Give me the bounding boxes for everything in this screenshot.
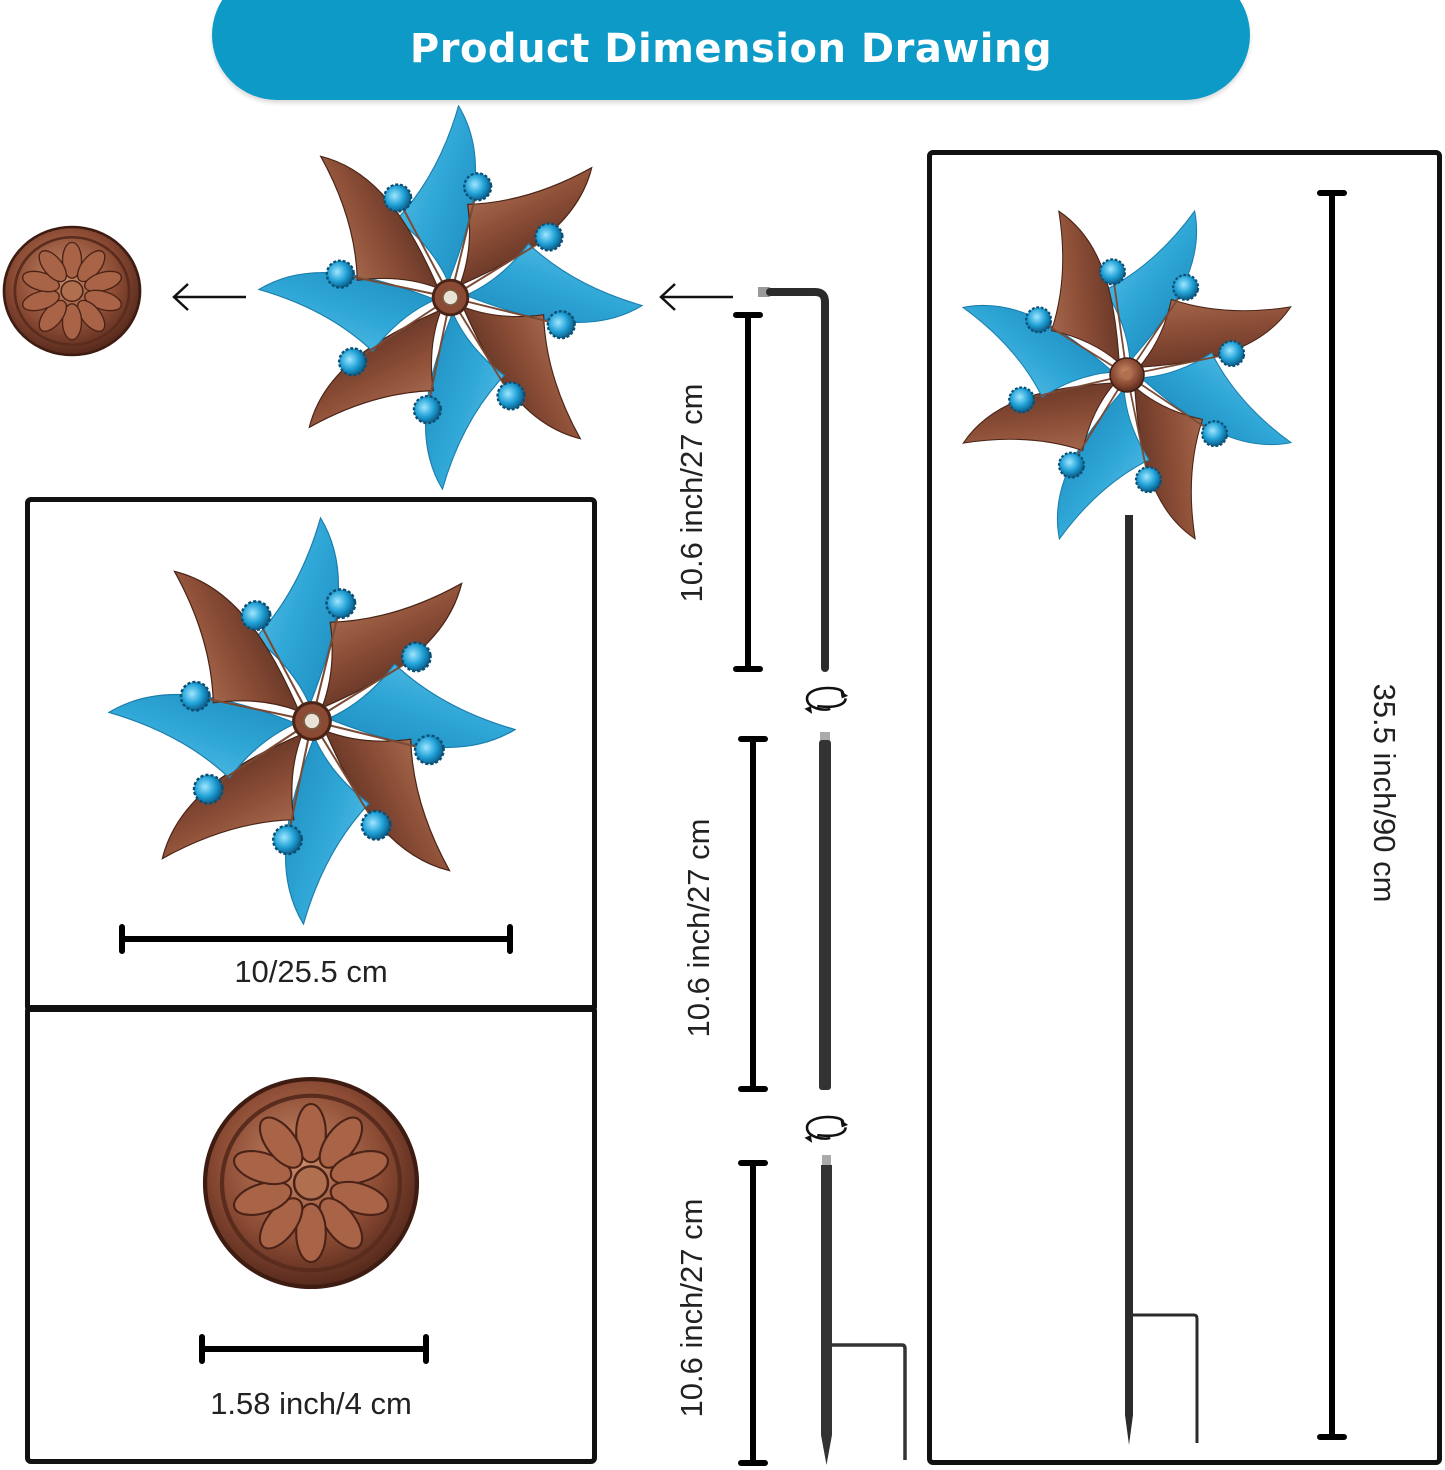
- dimension-line-pole-top: [733, 312, 763, 672]
- arrow-left-icon: [657, 282, 737, 312]
- page-title: Product Dimension Drawing: [409, 26, 1053, 72]
- dimension-line-spinner-width: [118, 924, 514, 954]
- spinner-width-label: 10/25.5 cm: [234, 954, 388, 989]
- decorative-cap-icon: [2, 225, 142, 357]
- spinner-dimension-box: 10/25.5 cm: [25, 497, 597, 1013]
- pinwheel-spinner-icon: [108, 517, 516, 925]
- pole-middle-dimension-label: 10.6 inch/27 cm: [681, 818, 716, 1038]
- header-banner: Product Dimension Drawing: [212, 0, 1250, 100]
- pole-bottom-dimension-label: 10.6 inch/27 cm: [674, 1198, 709, 1418]
- decorative-cap-icon: [200, 1074, 422, 1292]
- arrow-left-icon: [170, 282, 250, 312]
- bent-rod-icon: [755, 285, 835, 675]
- assembled-dimension-box: 35.5 inch/90 cm: [927, 150, 1442, 1465]
- stake-rod-icon: [815, 1155, 910, 1470]
- rotate-connect-icon: [790, 1112, 860, 1148]
- straight-rod-icon: [817, 732, 833, 1094]
- assembled-wind-spinner-icon: [942, 185, 1322, 1455]
- dimension-line-pole-bottom: [738, 1160, 768, 1466]
- dimension-line-pole-middle: [738, 736, 768, 1092]
- dimension-line-cap-diameter: [198, 1334, 430, 1364]
- cap-dimension-box: 1.58 inch/4 cm: [25, 1005, 597, 1464]
- dimension-line-total-height: [1317, 190, 1347, 1440]
- cap-diameter-label: 1.58 inch/4 cm: [210, 1386, 412, 1421]
- pinwheel-spinner-icon: [258, 105, 643, 490]
- pole-top-dimension-label: 10.6 inch/27 cm: [674, 383, 709, 603]
- rotate-connect-icon: [790, 683, 860, 719]
- total-height-label: 35.5 inch/90 cm: [1367, 683, 1402, 903]
